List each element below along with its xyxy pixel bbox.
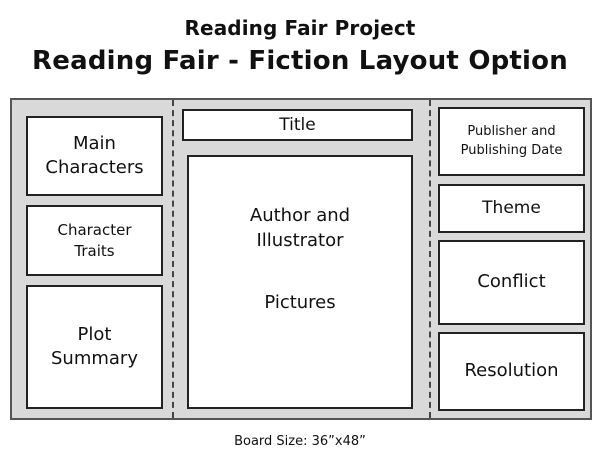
author-illustrator-label: Author and Illustrator (249, 205, 351, 252)
page-title: Reading Fair - Fiction Layout Option (32, 46, 568, 76)
board-size-label: Board Size: 36”x48” (234, 434, 366, 449)
resolution-box: Resolution (438, 332, 585, 411)
theme-box: Theme (438, 184, 585, 233)
project-subtitle: Reading Fair Project (184, 16, 416, 40)
title-box: Title (182, 109, 413, 141)
pictures-label: Pictures (264, 292, 336, 314)
trifold-board: Main Characters Character Traits Plot Su… (10, 98, 592, 420)
author-pictures-box: Author and Illustrator Pictures (187, 155, 413, 409)
main-characters-box: Main Characters (26, 116, 163, 196)
right-fold-divider (429, 100, 431, 418)
plot-summary-box: Plot Summary (26, 285, 163, 409)
conflict-box: Conflict (438, 240, 585, 325)
publisher-box: Publisher and Publishing Date (438, 107, 585, 176)
character-traits-box: Character Traits (26, 205, 163, 276)
left-fold-divider (172, 100, 174, 418)
